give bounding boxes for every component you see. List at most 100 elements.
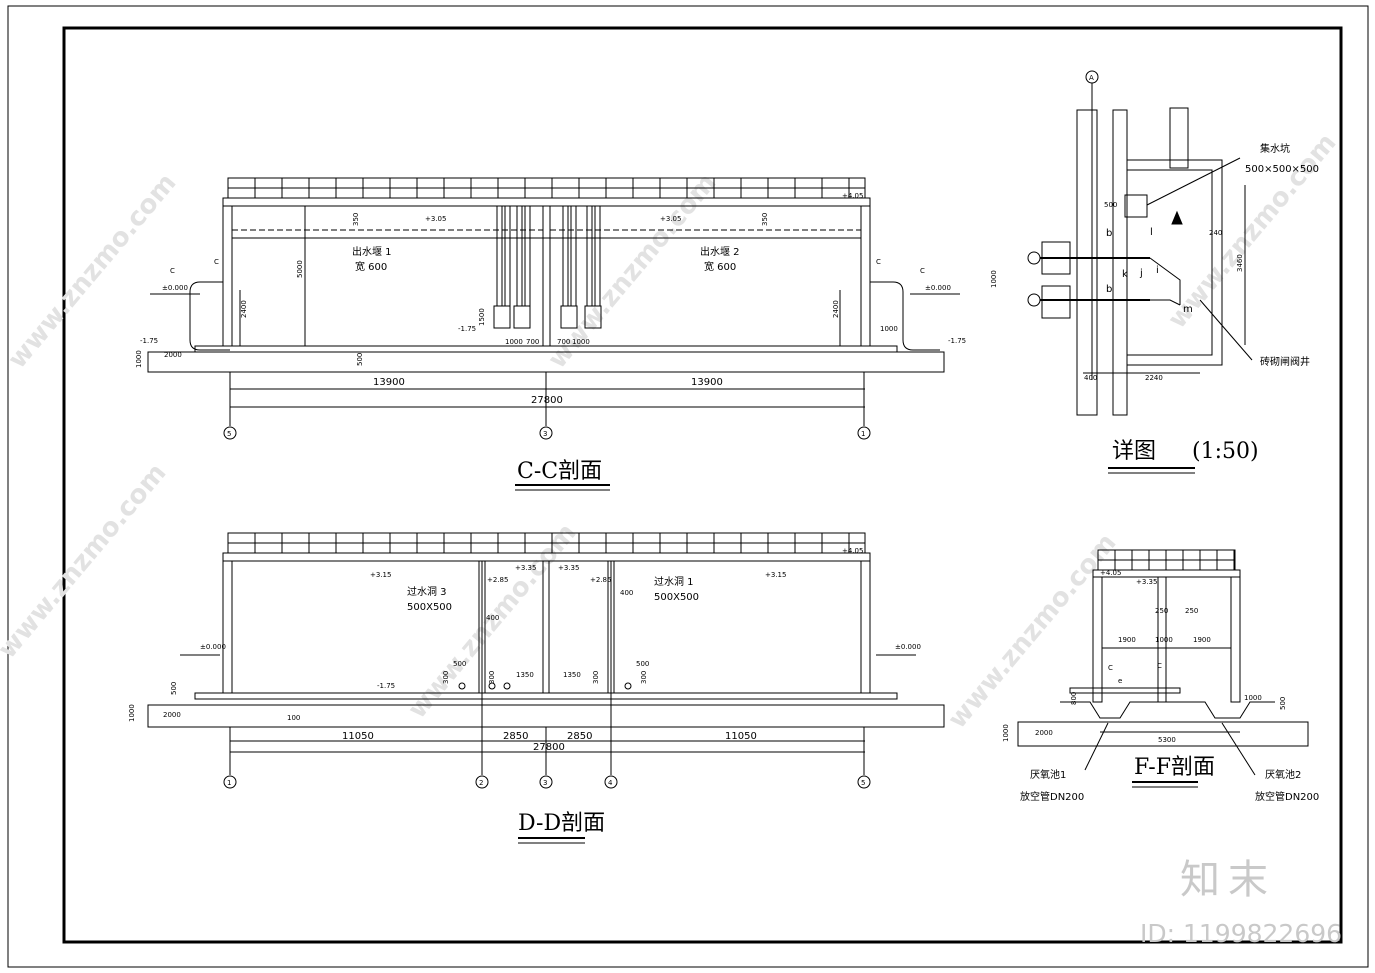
- foundation: [147, 704, 945, 728]
- tank-1-vent: 放空管DN200: [1020, 790, 1084, 803]
- dim-2000: 2000: [1035, 729, 1053, 737]
- valve-well-label: 砖砌闸阀井: [1260, 355, 1310, 368]
- dim-300: 300: [640, 671, 648, 684]
- bottom-slab: [1060, 701, 1275, 719]
- dim-total: 27800: [531, 395, 563, 406]
- pipe: [1069, 687, 1181, 694]
- elev-335: +3.35: [515, 564, 536, 572]
- detail-letter: l: [1150, 227, 1153, 238]
- axis-label: 1: [227, 779, 231, 787]
- letter-c: C: [1157, 662, 1162, 670]
- dim-2400: 2400: [240, 300, 248, 318]
- dim-800: 800: [1070, 692, 1078, 705]
- section-cc-title: C-C剖面: [517, 459, 602, 484]
- left-outlet-pipe: [189, 281, 230, 351]
- detail-letter: i: [1156, 265, 1159, 276]
- elev-water: +3.05: [425, 215, 446, 223]
- weir-1-width: 宽 600: [355, 260, 387, 273]
- pipe-marker: [503, 682, 511, 690]
- dim-300: 300: [442, 671, 450, 684]
- tank-2-label: 厌氧池2: [1265, 768, 1301, 781]
- elev-ground: ±0.000: [200, 643, 226, 651]
- arrow-marker: [1171, 210, 1183, 225]
- dim-250: 250: [1155, 607, 1168, 615]
- elev-bottom: -1.75: [458, 325, 476, 333]
- axis-bubble: [857, 426, 871, 440]
- dim-700: 700: [526, 338, 539, 346]
- axis-label: 3: [543, 779, 547, 787]
- pump-symbol: [1027, 293, 1041, 307]
- axis-label: 5: [227, 430, 231, 438]
- pipe-tag: C: [920, 267, 925, 275]
- valve-box: [1041, 285, 1071, 319]
- section-ff-labels: +4.05 +3.35 250 250 1900 1000 1900 C C e…: [1002, 569, 1319, 803]
- dim-1000: 1000: [572, 338, 590, 346]
- elev-bottom: -1.75: [377, 682, 395, 690]
- riser-pipes: [493, 205, 602, 329]
- dim-1000: 1000: [505, 338, 523, 346]
- dim-1350: 1350: [563, 671, 581, 679]
- foundation: [1017, 721, 1309, 747]
- railing-posts: [254, 533, 850, 553]
- section-dd-title: D-D剖面: [518, 811, 605, 836]
- tank-2-vent: 放空管DN200: [1255, 790, 1319, 803]
- elev-ground: ±0.000: [895, 643, 921, 651]
- opening-3-label: 过水洞 3: [407, 585, 447, 598]
- detail-title: 详图: [1112, 439, 1156, 464]
- railing-posts: [1114, 550, 1235, 570]
- dim-400: 400: [1084, 374, 1097, 382]
- leader: [1221, 722, 1256, 776]
- pipe-marker: [458, 682, 466, 690]
- elev-315: +3.15: [765, 571, 786, 579]
- pipe-elbow: [1150, 299, 1181, 306]
- detail-letter: b: [1106, 228, 1112, 239]
- detail-letter: m: [1183, 304, 1193, 315]
- weir-2-label: 出水堰 2: [700, 245, 740, 258]
- dim-400: 400: [486, 614, 499, 622]
- wall: [1076, 109, 1098, 416]
- dim-1000: 1000: [135, 350, 143, 368]
- dim-1000: 1000: [1244, 694, 1262, 702]
- elev-335: +3.35: [558, 564, 579, 572]
- dim-2400: 2400: [832, 300, 840, 318]
- mid-wall: [542, 205, 551, 347]
- right-wall: [860, 560, 871, 694]
- dim-350: 350: [761, 213, 769, 226]
- railing-posts: [254, 178, 850, 198]
- dim-700: 700: [557, 338, 570, 346]
- dim-segment: 1000: [1155, 636, 1173, 644]
- section-ff-title: F-F剖面: [1134, 755, 1215, 780]
- dim-100: 100: [287, 714, 300, 722]
- valve-well-outline: [1127, 159, 1223, 366]
- dim-1000: 1000: [880, 325, 898, 333]
- dim-segment: 2850: [567, 731, 592, 742]
- dim-250: 250: [1185, 607, 1198, 615]
- dim-1500: 1500: [478, 308, 486, 326]
- left-wall: [222, 560, 233, 694]
- section-dd-labels: 过水洞 3 500X500 过水洞 1 500X500 +4.05 +3.15 …: [128, 547, 921, 836]
- axis-label: A: [1089, 74, 1094, 82]
- detail-view: [1027, 70, 1253, 474]
- tank-1-label: 厌氧池1: [1030, 768, 1066, 781]
- pump-symbol: [1027, 251, 1041, 265]
- dim-1000: 1000: [1002, 724, 1010, 742]
- top-slab: [222, 197, 871, 207]
- dim-500: 500: [356, 353, 364, 366]
- pipe-tag: C: [214, 258, 219, 266]
- dim-300: 300: [488, 671, 496, 684]
- axis-bubble: [475, 775, 489, 789]
- valve-well-outline: [1127, 169, 1213, 356]
- axis-bubble: [539, 775, 553, 789]
- elev-ground: ±0.000: [925, 284, 951, 292]
- watermark-id: ID: 1199822696: [1140, 919, 1342, 948]
- dim-1350: 1350: [516, 671, 534, 679]
- axis-bubble: [604, 775, 618, 789]
- left-wall: [1092, 576, 1103, 703]
- dim-2000: 2000: [163, 711, 181, 719]
- dim-segment: 1900: [1193, 636, 1211, 644]
- bottom-slab: [194, 692, 898, 700]
- weir-2-width: 宽 600: [704, 260, 736, 273]
- dim-left: 13900: [373, 377, 405, 388]
- axis-label: 5: [861, 779, 865, 787]
